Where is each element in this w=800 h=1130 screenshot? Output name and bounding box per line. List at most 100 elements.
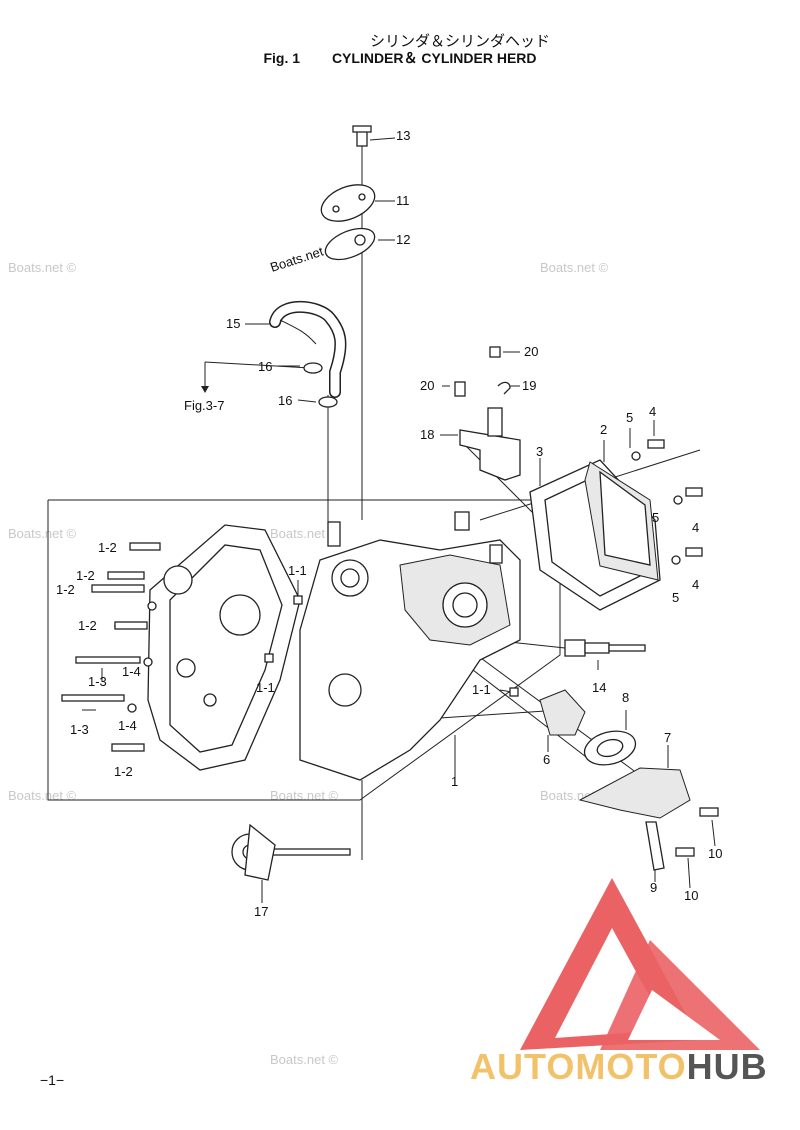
clip-19 xyxy=(497,381,511,395)
callout-17: 17 xyxy=(254,904,268,919)
logo-part-automoto: AUTOMOTO xyxy=(470,1046,687,1087)
bolt-4 xyxy=(647,439,665,449)
callout-1-3: 1-3 xyxy=(88,674,107,689)
callout-16: 16 xyxy=(278,393,292,408)
figure-heading: Fig. 1 CYLINDER＆ CYLINDER HERD xyxy=(0,48,800,68)
callout-19: 19 xyxy=(522,378,536,393)
bolt-1-2 xyxy=(111,743,145,752)
logo-mark xyxy=(520,878,760,1050)
callout-18: 18 xyxy=(420,427,434,442)
bolt-10 xyxy=(699,807,719,817)
callout-1-4: 1-4 xyxy=(122,664,141,679)
callout-labels: 13 11 12 15 16 16 20 20 19 18 3 2 5 4 4 … xyxy=(56,128,722,919)
callout-4: 4 xyxy=(692,577,699,592)
figure-number: Fig. 1 xyxy=(263,50,301,66)
bolt-10 xyxy=(675,847,695,857)
bolt-20 xyxy=(454,381,466,397)
nipple xyxy=(327,521,341,547)
thermostat-cover-group xyxy=(320,125,376,261)
callout-6: 6 xyxy=(543,752,550,767)
washer-5 xyxy=(673,495,683,505)
bracket-18-group xyxy=(454,346,521,481)
bracket-18 xyxy=(459,429,521,481)
figure-title: CYLINDER＆ CYLINDER HERD xyxy=(331,50,537,66)
washer-1-4 xyxy=(147,601,157,611)
callout-1: 1 xyxy=(451,774,458,789)
watermark: Boats.net © xyxy=(8,526,77,541)
bolt-1-3 xyxy=(75,656,141,664)
callout-1-1: 1-1 xyxy=(256,680,275,695)
head-cover-group xyxy=(529,439,703,611)
washer-1-4 xyxy=(143,657,153,667)
callout-10: 10 xyxy=(684,888,698,903)
watermark: Boats.net © xyxy=(270,526,339,541)
japanese-title: シリンダ＆シリンダヘッド xyxy=(369,32,550,50)
figure-reference: Fig.3-7 xyxy=(184,398,224,413)
callout-1-2: 1-2 xyxy=(56,582,75,597)
watermark: Boats.net © xyxy=(270,1052,339,1067)
callout-1-4: 1-4 xyxy=(118,718,137,733)
thermostat-group xyxy=(539,689,719,871)
callout-4: 4 xyxy=(649,404,656,419)
clip-9 xyxy=(645,821,665,871)
assembly-outline xyxy=(47,499,561,801)
clip-16 xyxy=(318,396,338,408)
callout-20: 20 xyxy=(524,344,538,359)
callout-5: 5 xyxy=(626,410,633,425)
callout-1-3: 1-3 xyxy=(70,722,89,737)
washer-1-4 xyxy=(127,703,137,713)
callout-13: 13 xyxy=(396,128,410,143)
callout-5: 5 xyxy=(652,510,659,525)
callout-15: 15 xyxy=(226,316,240,331)
cover-7 xyxy=(578,767,691,819)
callout-8: 8 xyxy=(622,690,629,705)
bolt-1-2 xyxy=(91,584,145,593)
clip-16 xyxy=(303,362,323,374)
callout-1-2: 1-2 xyxy=(98,540,117,555)
watermark: Boats.net © xyxy=(270,788,339,803)
bolt-1-2 xyxy=(114,621,148,630)
left-bolts xyxy=(61,542,519,752)
cover-11 xyxy=(320,184,376,222)
gasket-12 xyxy=(324,227,376,261)
bolt-4 xyxy=(685,547,703,557)
callout-1-2: 1-2 xyxy=(78,618,97,633)
callout-4: 4 xyxy=(692,520,699,535)
callout-14: 14 xyxy=(592,680,606,695)
callout-20: 20 xyxy=(420,378,434,393)
washer-5 xyxy=(671,555,681,565)
oil-pump-gear-17 xyxy=(231,823,351,881)
callout-3: 3 xyxy=(536,444,543,459)
callout-7: 7 xyxy=(664,730,671,745)
automotohub-logo: AUTOMOTOHUB xyxy=(470,1046,768,1088)
callout-10: 10 xyxy=(708,846,722,861)
washer-5 xyxy=(631,451,641,461)
bolt-20 xyxy=(489,346,501,358)
hose-15 xyxy=(269,300,347,408)
callout-5: 5 xyxy=(672,590,679,605)
bolt-1-2 xyxy=(107,571,145,580)
callout-1-1: 1-1 xyxy=(472,682,491,697)
callout-9: 9 xyxy=(650,880,657,895)
crankcase-cover xyxy=(147,524,301,771)
thermostat-6 xyxy=(539,689,586,736)
callout-1-2: 1-2 xyxy=(114,764,133,779)
callout-2: 2 xyxy=(600,422,607,437)
dowel-1-1 xyxy=(293,595,303,605)
callout-16: 16 xyxy=(258,359,272,374)
watermark: Boats.net © xyxy=(8,260,77,275)
spark-plug-14 xyxy=(564,639,646,657)
cylinder-block xyxy=(299,511,521,781)
dowel-1-1 xyxy=(264,653,274,663)
callout-1-2: 1-2 xyxy=(76,568,95,583)
bolt-1-3 xyxy=(61,694,125,702)
dowel-1-1 xyxy=(509,687,519,697)
bolt-4 xyxy=(685,487,703,497)
watermark: Boats.net © xyxy=(540,260,609,275)
watermark: Boats.net © xyxy=(8,788,77,803)
page-number: −1− xyxy=(40,1072,65,1088)
bolt-13-head xyxy=(352,125,372,133)
callout-11: 11 xyxy=(396,193,410,208)
